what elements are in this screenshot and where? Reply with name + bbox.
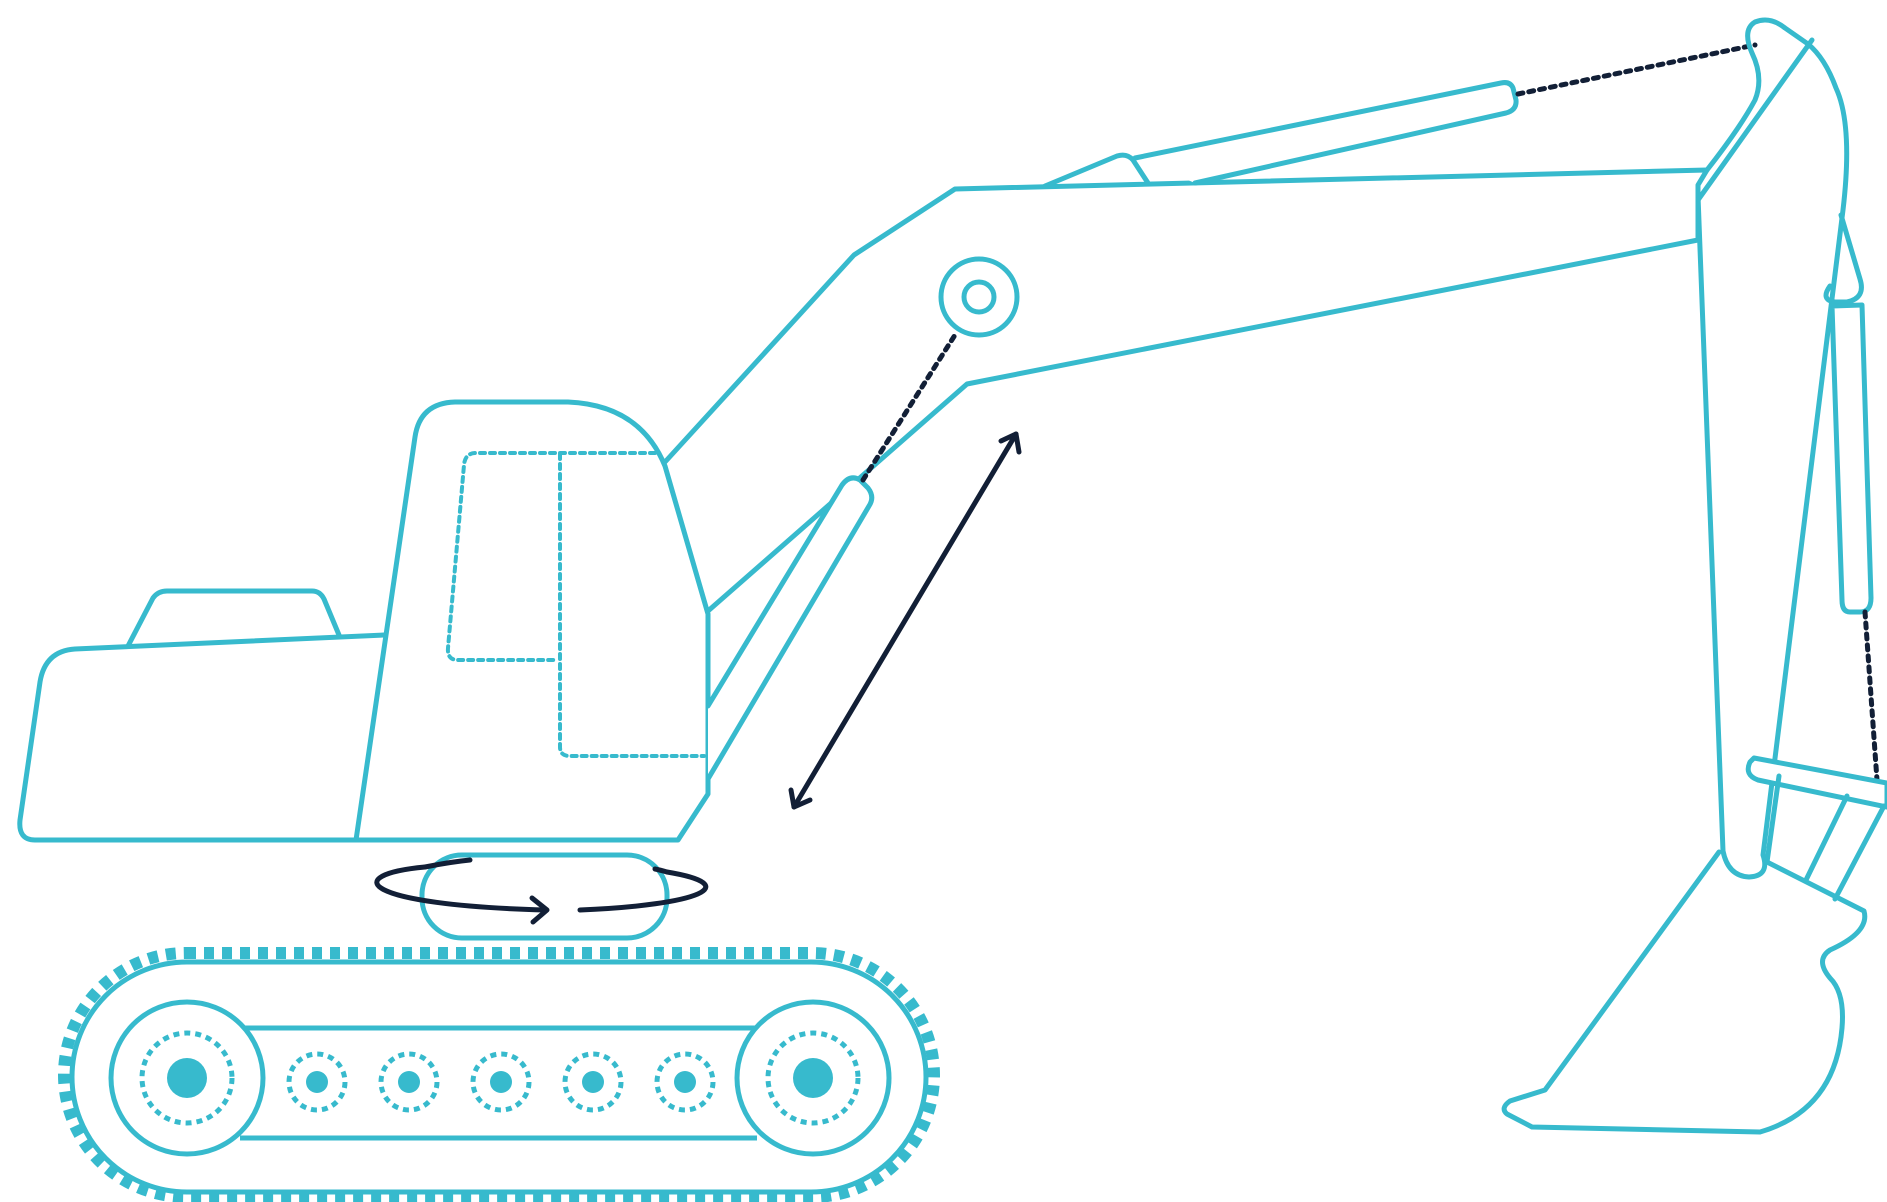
cab-outline (356, 402, 708, 840)
cab-window-icon (448, 453, 655, 660)
arm-cylinder (1135, 45, 1755, 183)
track-roller (565, 1054, 621, 1110)
boom-cylinder (708, 335, 955, 779)
crawler-track (64, 953, 934, 1197)
boom-pivot-icon (941, 259, 1017, 335)
swing-bearing (422, 855, 667, 938)
bucket (1504, 758, 1887, 1132)
track-roller (381, 1054, 437, 1110)
stick-outline (1698, 20, 1847, 877)
sprocket-hub-icon (167, 1058, 207, 1098)
double-arrow-icon (794, 434, 1016, 807)
bucket-cylinder (1826, 215, 1877, 780)
track-roller (289, 1054, 345, 1110)
arm-cylinder-linkage (1518, 45, 1755, 94)
sprocket-hub-icon (793, 1058, 833, 1098)
track-roller (657, 1054, 713, 1110)
swing-ring (377, 855, 706, 938)
bucket-body (1504, 852, 1865, 1132)
arm-cylinder-mount (1045, 155, 1148, 186)
track-roller (473, 1054, 529, 1110)
drive-sprocket-right (737, 1002, 889, 1154)
boom-travel-arrow (791, 434, 1019, 807)
stick (1698, 20, 1847, 877)
track-rollers (289, 1054, 713, 1110)
bucket-cylinder-linkage (1865, 612, 1877, 780)
drive-sprocket-left (111, 1002, 263, 1154)
upper-structure (20, 402, 708, 840)
engine-housing (20, 635, 385, 840)
